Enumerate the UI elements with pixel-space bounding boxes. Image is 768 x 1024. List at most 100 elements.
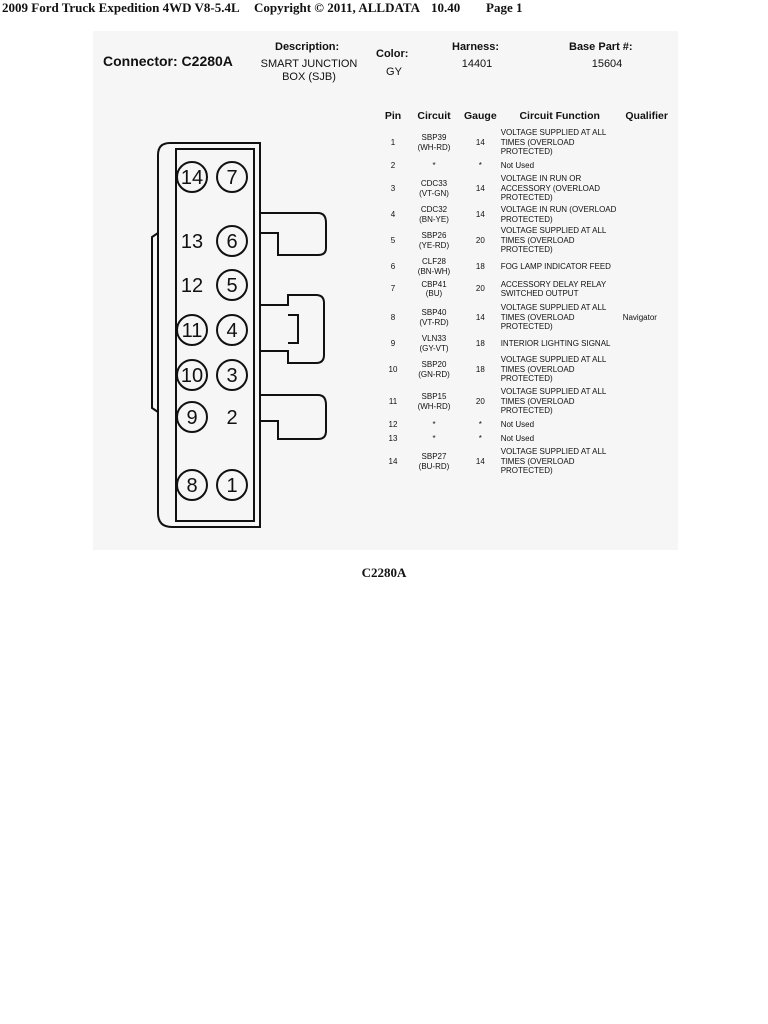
cell-qual: [621, 417, 673, 431]
table-row: 11 SBP15(WH-RD) 20 VOLTAGE SUPPLIED AT ALL …: [380, 385, 673, 417]
cell-pin: 13: [388, 433, 398, 443]
cell-circuit: VLN33(GY-VT): [419, 334, 449, 353]
cell-gauge: 20: [475, 235, 485, 245]
cell-qual: [621, 224, 673, 256]
cell-qual: [621, 445, 673, 477]
pin-6-label: 6: [226, 231, 237, 253]
cell-func: VOLTAGE IN RUN OR ACCESSORY (OVERLOAD PR…: [500, 174, 600, 203]
pin-3-ring: [216, 359, 248, 391]
pin-1-ring: [216, 469, 248, 501]
cell-func: VOLTAGE IN RUN (OVERLOAD PROTECTED): [500, 205, 617, 224]
center-latch: [260, 294, 325, 364]
description-line-2: BOX (SJB): [282, 71, 336, 83]
cell-pin: 9: [390, 338, 396, 348]
pin-12-label: 12: [181, 275, 203, 297]
cell-func: VOLTAGE SUPPLIED AT ALL TIMES (OVERLOAD …: [500, 303, 607, 332]
cell-circuit: SBP39(WH-RD): [417, 133, 451, 152]
pin-5-label: 5: [226, 275, 237, 297]
connector-housing-outline: [157, 142, 261, 528]
cell-qual: [621, 431, 673, 445]
cell-pin: 12: [388, 419, 398, 429]
description-label: Description:: [275, 41, 340, 53]
pin-10-ring: [176, 359, 208, 391]
cell-gauge: *: [478, 433, 482, 443]
base-part-value: 15604: [591, 58, 623, 70]
cell-circuit: CDC32(BN-YE): [419, 205, 449, 224]
cell-gauge: 18: [475, 261, 485, 271]
cell-pin: 8: [390, 312, 396, 322]
cell-func: VOLTAGE SUPPLIED AT ALL TIMES (OVERLOAD …: [500, 387, 607, 416]
column-header-circuit: Circuit: [417, 110, 451, 122]
cell-pin: 11: [388, 396, 398, 406]
upper-lock-tab: [260, 212, 327, 256]
cell-pin: 10: [388, 364, 398, 374]
page-header: 2009 Ford Truck Expedition 4WD V8-5.4L C…: [0, 0, 768, 20]
table-row: 5 SBP26(YE-RD) 20 VOLTAGE SUPPLIED AT ALL T…: [380, 224, 673, 256]
cell-pin: 14: [388, 456, 398, 466]
pin-4-ring: [216, 314, 248, 346]
cell-qual: [621, 172, 673, 204]
harness-value: 14401: [461, 58, 493, 70]
cell-circuit: CLF28(BN-WH): [417, 257, 451, 276]
cell-pin: 6: [390, 261, 396, 271]
pin-7-label: 7: [226, 167, 237, 189]
vehicle-title: 2009 Ford Truck Expedition 4WD V8-5.4L: [2, 0, 240, 15]
cell-circuit: SBP26(YE-RD): [418, 231, 450, 250]
color-value: GY: [386, 66, 402, 78]
cell-circuit: SBP15(WH-RD): [417, 392, 451, 411]
cell-qual: [621, 256, 673, 276]
cell-pin: 2: [390, 160, 396, 170]
cell-func: ACCESSORY DELAY RELAY SWITCHED OUTPUT: [500, 279, 607, 299]
cell-qual: [621, 353, 673, 385]
cell-func: VOLTAGE SUPPLIED AT ALL TIMES (OVERLOAD …: [500, 355, 607, 384]
column-header-gauge: Gauge: [464, 110, 497, 122]
cell-gauge: 20: [475, 284, 485, 294]
cell-circuit: *: [432, 419, 436, 429]
connector-figure: Connector: C2280A Description: SMART JUN…: [93, 31, 678, 550]
cell-gauge: *: [478, 419, 482, 429]
cell-gauge: 20: [475, 396, 485, 406]
cell-circuit: CDC33(VT-GN): [419, 179, 449, 198]
cell-qual: Navigator: [622, 312, 657, 322]
pin-14-ring: [176, 161, 208, 193]
cell-qual: [621, 204, 673, 224]
pin-7-ring: [216, 161, 248, 193]
cell-func: Not Used: [500, 160, 535, 170]
cell-circuit: *: [432, 433, 436, 443]
color-label: Color:: [376, 48, 409, 60]
cell-gauge: 18: [475, 364, 485, 374]
version-text: 10.40: [431, 0, 461, 15]
cell-pin: 1: [390, 137, 396, 147]
figure-caption: C2280A: [361, 565, 407, 580]
table-body: 1 SBP39(WH-RD) 14 VOLTAGE SUPPLIED AT ALL T…: [380, 126, 673, 477]
cell-func: Not Used: [500, 419, 535, 429]
cell-qual: [621, 333, 673, 353]
description-line-1: SMART JUNCTION: [260, 58, 358, 70]
pin-1-label: 1: [226, 475, 237, 497]
cell-circuit: CBP41(BU): [421, 279, 447, 299]
copyright-text: Copyright © 2011, ALLDATA: [254, 0, 420, 15]
cell-circuit: *: [432, 160, 436, 170]
pin-11-label: 11: [182, 320, 203, 342]
cell-pin: 3: [390, 183, 396, 193]
cell-func: VOLTAGE SUPPLIED AT ALL TIMES (OVERLOAD …: [500, 447, 607, 476]
cell-func: VOLTAGE SUPPLIED AT ALL TIMES (OVERLOAD …: [500, 226, 607, 255]
cell-qual: [621, 276, 673, 301]
pin-5-ring: [216, 269, 248, 301]
left-side-latch: [151, 232, 159, 413]
connector-title: Connector: C2280A: [103, 53, 233, 69]
pin-13-label: 13: [181, 231, 203, 253]
column-header-qual: Qualifier: [625, 110, 668, 122]
cell-pin: 5: [390, 235, 396, 245]
cell-pin: 4: [390, 209, 396, 219]
pin-6-ring: [216, 225, 248, 257]
